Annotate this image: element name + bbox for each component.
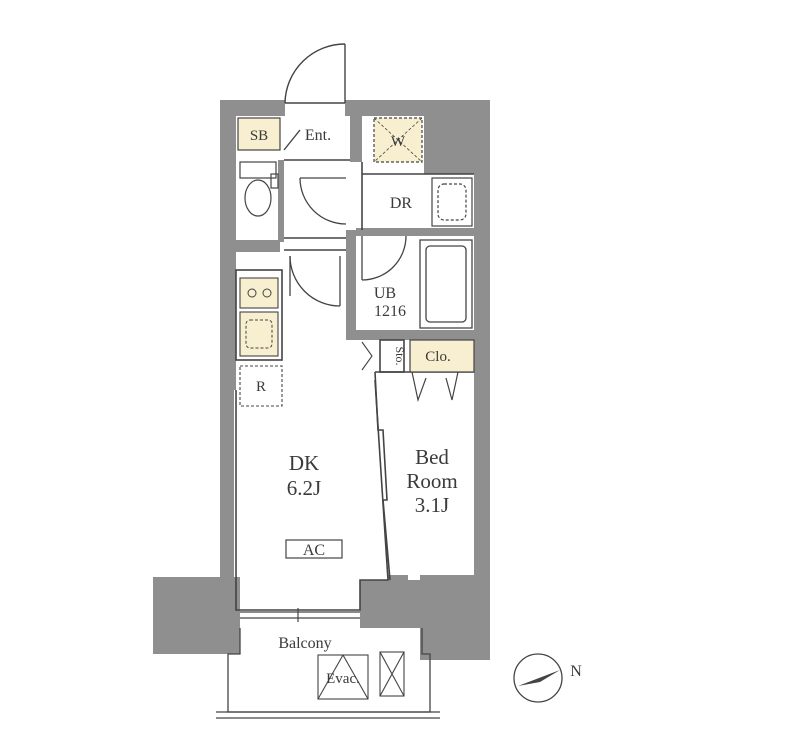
bath-label-line1: UB [374,285,396,302]
compass-needle [518,670,560,686]
bath-label-line2: 1216 [374,303,406,320]
walls [153,100,490,660]
kitchen-sink [239,311,279,357]
entrance-label: Ent. [305,127,331,144]
refrigerator-space [239,365,283,407]
bedroom-label-line3: 3.1J [415,493,449,517]
column-left [153,577,240,654]
closet [409,339,475,373]
bedroom-label-line1: Bed [415,445,449,469]
balcony-outline [216,628,440,719]
storage-label: Sto. [393,346,407,365]
compass: N [513,653,582,703]
evacuation-hatch [317,654,369,700]
refrigerator-label: R [256,379,266,395]
stove [239,277,279,309]
wall-dr-bath [356,228,474,236]
wall-wc-right [278,160,284,242]
storage-door [361,341,373,371]
storage-box [379,339,405,373]
balcony-window [240,608,360,622]
wall-bed-bottom [388,575,408,605]
dressing-door [299,177,347,225]
column-right [420,575,490,660]
wall-top-right [345,100,490,116]
bathtub [419,239,473,329]
bedroom-partition [374,371,391,581]
evacuation-label: Evac. [326,671,360,687]
room-outlines [235,159,474,611]
ac-label: AC [303,542,325,559]
wall-left-lower [220,390,234,580]
closet-doors [411,371,459,403]
shoe-box [237,117,281,151]
wall-top [220,100,285,116]
kitchen-counter [235,269,283,361]
toilet [239,161,279,217]
compass-circle [513,653,563,703]
wall-right [474,100,490,660]
wall-bath-left [346,230,356,340]
dk-label-line1: DK [289,451,319,475]
balcony-label: Balcony [278,635,331,652]
pipe-shaft [424,116,474,174]
outdoor-unit [379,651,405,697]
closet-label: Clo. [425,349,450,365]
hall-door [289,255,341,307]
air-conditioner [285,539,343,559]
wall-left-upper [220,100,236,390]
bath-door [361,235,407,281]
entry-door [283,43,346,151]
dk-label-line2: 6.2J [287,476,321,500]
dk-outline [235,379,389,611]
vanity-sink [431,177,473,227]
wall-wc-bottom [236,240,280,252]
wall-bath-bottom [346,330,474,340]
bedroom-label-line2: Room [406,469,457,493]
shoe-box-label: SB [250,128,268,144]
washer-label: W [391,134,406,150]
dressing-label: DR [390,195,413,212]
compass-north-label: N [570,663,582,680]
wall-entrance-right [350,116,362,162]
